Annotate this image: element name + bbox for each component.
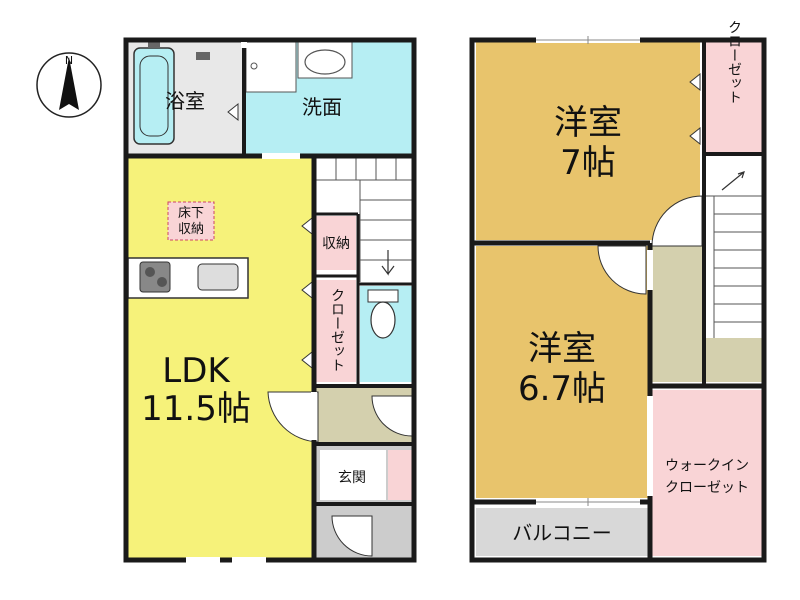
floor-1-doors [267,391,413,557]
floor-2: 洋室 7帖 クローゼット 洋室 6.7帖 ウォークイン クローゼット [469,20,767,563]
room1-name-label: 洋室 [554,103,622,143]
compass: N [36,52,102,118]
compass-needle-icon [59,57,79,110]
balcony [476,508,648,556]
washroom-label: 洗面 [302,95,342,119]
shoe-closet [388,450,412,500]
closet-2f [706,42,762,152]
closet-door-markers [227,102,313,370]
hall-2f [652,246,702,382]
ldk-label: LDK [162,351,231,391]
stair-arrow-icon [381,250,395,276]
room2-size-label: 6.7帖 [518,369,606,409]
underfloor-label-2: 収納 [178,222,204,237]
storage-label: 収納 [322,236,350,252]
ldk-room [128,158,312,558]
room1-size-label: 7帖 [560,143,616,183]
bath-faucet-icon [148,42,160,48]
floor-1: 浴室 洗面 床下 収納 LDK 11.5帖 [123,37,417,563]
bath-label: 浴室 [165,89,205,113]
wic-label-1: ウォークイン [665,458,749,474]
stove-icon [139,261,171,293]
closet-label: クローゼット [329,288,345,372]
western-room-7 [476,42,700,240]
ldk-size-label: 11.5帖 [141,389,251,429]
kitchen-sink-icon [197,263,239,291]
closet-2f-door-markers [689,72,701,146]
entrance-label: 玄関 [338,469,366,486]
compass-north-label: N [65,54,73,67]
underfloor-label-1: 床下 [178,206,204,221]
wic-label-2: クローゼット [665,480,749,496]
balcony-label: バルコニー [512,521,612,545]
closet-2f-label: クローゼット [726,20,742,104]
bathtub-inner [139,55,169,137]
floor-2-doors [597,195,703,295]
underfloor-storage [167,201,215,241]
room2-name-label: 洋室 [528,329,596,369]
stair-2f-treads [706,195,762,338]
closet [316,280,356,382]
entrance-step [320,450,386,500]
storage [316,216,356,270]
western-room-6-7 [476,246,648,498]
stair-treads [316,158,412,282]
floor-1-openings [186,42,317,563]
walk-in-closet [652,390,762,556]
washing-machine-icon [245,41,297,93]
stair-2f-arrow-icon [721,171,745,191]
shower-icon [196,52,210,60]
toilet-icon [370,301,396,339]
